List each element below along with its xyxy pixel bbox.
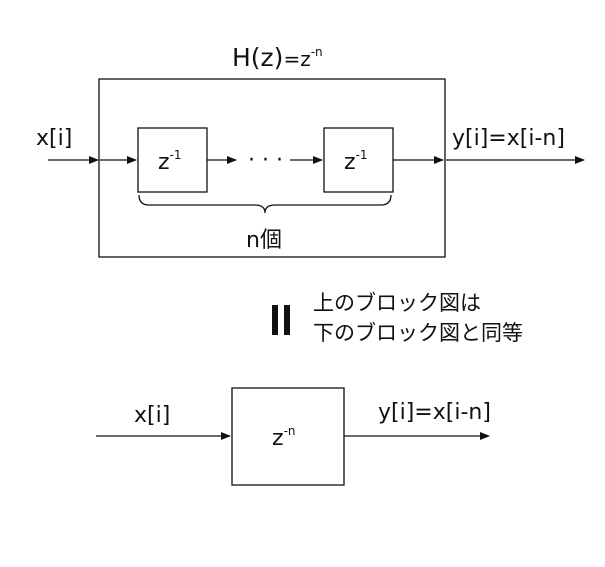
equivalence-line-2: 下のブロック図と同等 bbox=[313, 321, 523, 345]
delay-block-first bbox=[137, 127, 208, 193]
delay-block-first-label: z-1 bbox=[158, 148, 182, 175]
ellipsis: · · · bbox=[248, 148, 283, 173]
equivalence-line-1: 上のブロック図は bbox=[313, 291, 481, 315]
delay-block-last-label: z-1 bbox=[344, 148, 368, 175]
title-exp: -n bbox=[311, 45, 323, 59]
top-input-label: x[i] bbox=[36, 126, 72, 151]
bottom-input-label: x[i] bbox=[134, 403, 170, 428]
equivalence-bar-left bbox=[272, 305, 278, 335]
title-eq: =z bbox=[283, 47, 310, 71]
outer-system-box bbox=[98, 78, 446, 258]
transfer-function-title: H(z)=z-n bbox=[232, 43, 323, 72]
count-brace bbox=[138, 194, 392, 214]
top-output-label: y[i]=x[i-n] bbox=[452, 126, 565, 151]
title-main: H(z) bbox=[232, 43, 283, 72]
equivalence-bar-right bbox=[284, 305, 290, 335]
delay-block-n-label: z-n bbox=[272, 424, 296, 451]
count-label: n個 bbox=[246, 228, 282, 253]
bottom-output-label: y[i]=x[i-n] bbox=[378, 400, 491, 425]
